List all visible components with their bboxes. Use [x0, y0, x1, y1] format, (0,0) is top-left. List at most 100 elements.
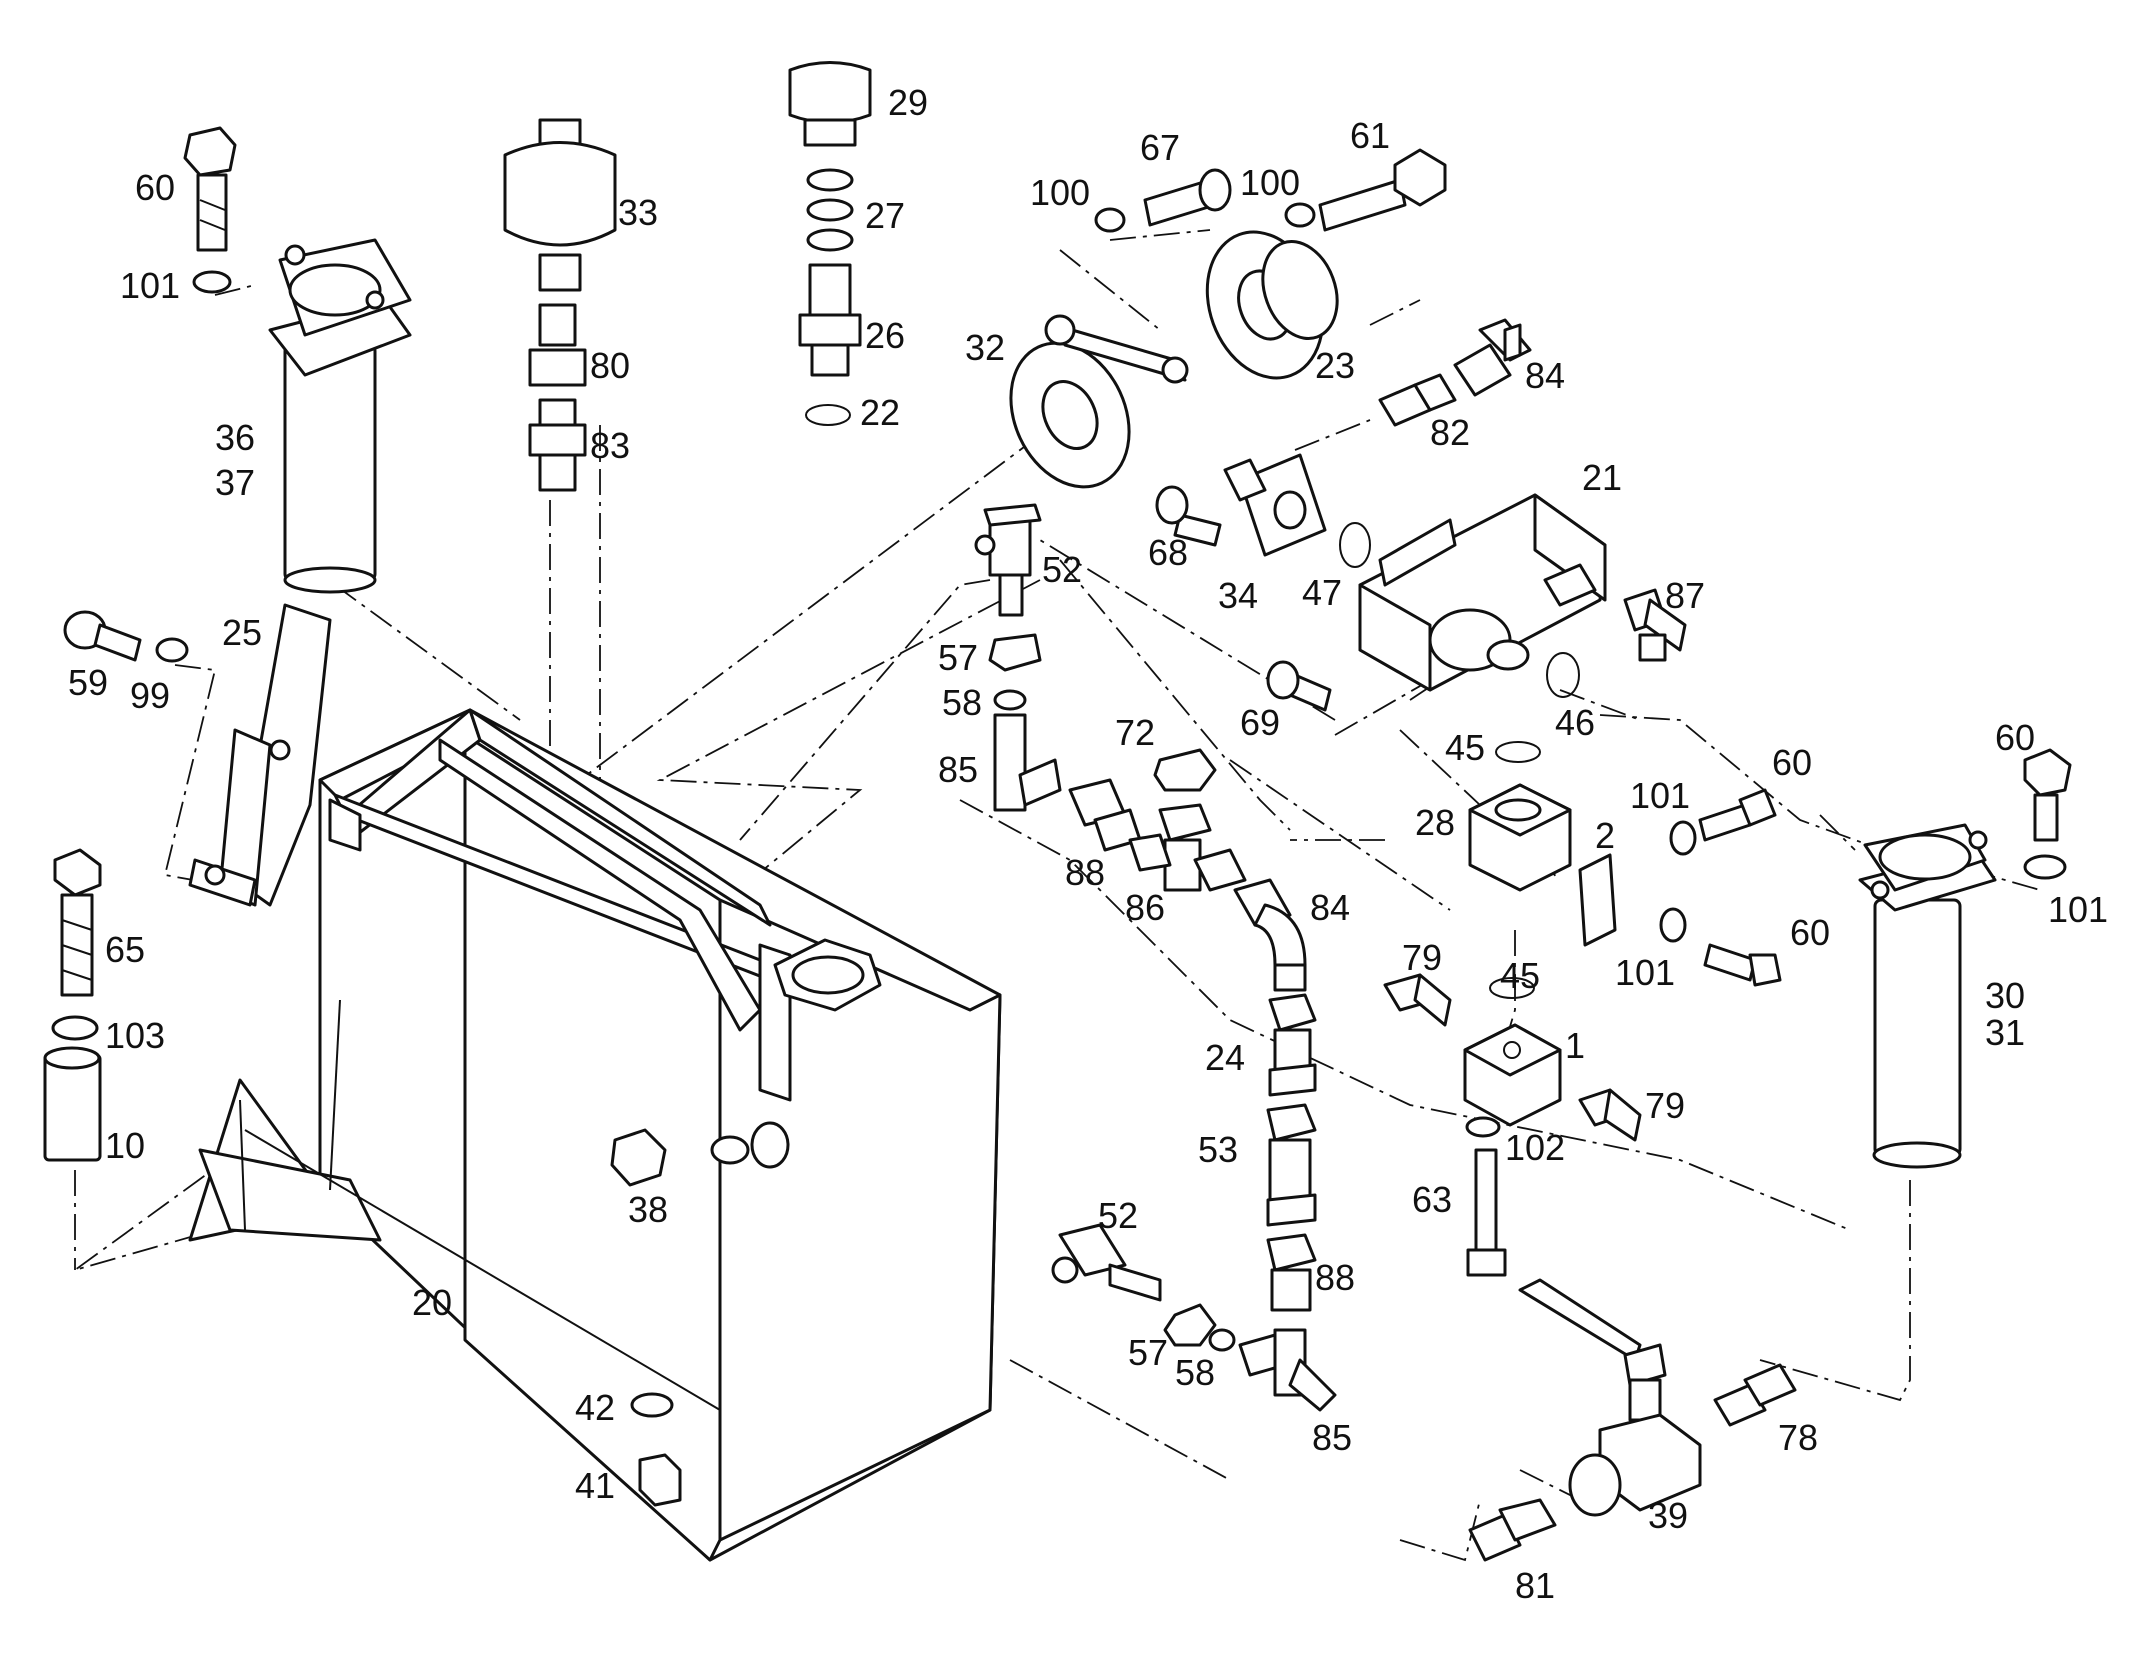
washer-103	[51, 1015, 99, 1041]
label-100-left: 100	[1030, 172, 1090, 213]
bolt-60-mid-a	[1698, 788, 1777, 842]
label-68: 68	[1148, 532, 1188, 573]
elbow-84-mid	[1233, 878, 1307, 992]
label-79-right: 79	[1645, 1085, 1685, 1126]
label-52-bottom: 52	[1098, 1195, 1138, 1236]
spacer-10	[43, 1046, 102, 1162]
label-2: 2	[1595, 815, 1615, 856]
tee-86	[1128, 803, 1247, 892]
breather-adapter-26	[798, 263, 862, 377]
plug-41	[638, 1453, 682, 1507]
label-60-right: 60	[1995, 717, 2035, 758]
label-46: 46	[1555, 702, 1595, 743]
fitting-80	[528, 303, 587, 387]
label-21: 21	[1582, 457, 1622, 498]
fitting-79-left	[1383, 973, 1452, 1027]
label-59: 59	[68, 662, 108, 703]
washer-42	[630, 1392, 674, 1418]
label-28: 28	[1415, 802, 1455, 843]
bolt-65	[53, 848, 102, 997]
label-72: 72	[1115, 712, 1155, 753]
label-60-midbottom: 60	[1790, 912, 1830, 953]
label-27: 27	[865, 195, 905, 236]
label-63: 63	[1412, 1179, 1452, 1220]
label-39: 39	[1648, 1495, 1688, 1536]
label-24: 24	[1205, 1037, 1245, 1078]
label-88-bottom: 88	[1315, 1257, 1355, 1298]
tee-85-bottom	[1238, 1328, 1337, 1412]
bolt-61	[1318, 148, 1447, 232]
ring-58-top	[993, 689, 1027, 711]
o-ring-45-mid	[1489, 977, 1535, 999]
quick-coupler-52-bottom	[1051, 1223, 1162, 1302]
washer-101-mid-a	[1669, 820, 1697, 856]
label-25: 25	[222, 612, 262, 653]
label-78: 78	[1778, 1417, 1818, 1458]
label-61: 61	[1350, 115, 1390, 156]
hydraulic-tank	[188, 708, 1002, 1562]
label-82: 82	[1430, 412, 1470, 453]
quick-coupler-52-top	[974, 503, 1042, 617]
valve-block-28	[1468, 783, 1572, 892]
label-58-bottom: 58	[1175, 1352, 1215, 1393]
label-10: 10	[105, 1125, 145, 1166]
label-69: 69	[1240, 702, 1280, 743]
label-84-mid: 84	[1310, 887, 1350, 928]
butterfly-valve-32	[1009, 314, 1189, 489]
label-53: 53	[1198, 1129, 1238, 1170]
return-filter-left	[268, 238, 412, 594]
label-1: 1	[1565, 1025, 1585, 1066]
label-100-right: 100	[1240, 162, 1300, 203]
nut-57-bottom	[1163, 1303, 1217, 1347]
label-101-topleft: 101	[120, 265, 180, 306]
tee-85-top	[993, 713, 1062, 812]
label-60-midtop: 60	[1772, 742, 1812, 783]
label-47: 47	[1302, 572, 1342, 613]
label-101-right: 101	[2048, 889, 2108, 930]
label-32: 32	[965, 327, 1005, 368]
pump-motor-21	[1358, 493, 1607, 692]
label-38: 38	[628, 1189, 668, 1230]
assembly-leader-lines	[74, 229, 2041, 1562]
seal-27	[806, 168, 854, 252]
washer-102	[1465, 1116, 1501, 1138]
screw-67	[1143, 168, 1232, 227]
label-45-top: 45	[1445, 727, 1485, 768]
label-33: 33	[618, 192, 658, 233]
label-23: 23	[1315, 345, 1355, 386]
label-85-top: 85	[938, 749, 978, 790]
label-79-left: 79	[1402, 937, 1442, 978]
o-ring-47	[1339, 522, 1371, 568]
ring-58-bottom	[1208, 1328, 1236, 1352]
plate-2	[1578, 853, 1617, 947]
label-88-top: 88	[1065, 852, 1105, 893]
accumulator	[503, 118, 617, 292]
label-101-midtop: 101	[1630, 775, 1690, 816]
fitting-83	[528, 398, 587, 492]
fitting-79-right	[1578, 1088, 1642, 1142]
block-1	[1463, 1023, 1562, 1127]
bolt-69	[1266, 660, 1332, 712]
label-45-mid: 45	[1500, 955, 1540, 996]
fitting-88-bottom	[1266, 1233, 1317, 1312]
screw-59	[63, 610, 142, 662]
label-52-top: 52	[1042, 549, 1082, 590]
label-58-top: 58	[942, 682, 982, 723]
label-103: 103	[105, 1015, 165, 1056]
washer-99	[155, 637, 189, 663]
fitting-78	[1713, 1363, 1797, 1427]
label-37: 37	[215, 462, 255, 503]
seal-46	[1546, 652, 1580, 698]
label-57-bottom: 57	[1128, 1332, 1168, 1373]
elbow-87	[1623, 588, 1687, 662]
bolt-60-topleft	[183, 126, 237, 252]
fitting-81	[1468, 1498, 1557, 1562]
flange-34	[1223, 453, 1327, 557]
elbow-84-top	[1453, 318, 1532, 397]
return-filter-right	[1858, 823, 1997, 1169]
bolt-60-mid-b	[1703, 943, 1782, 987]
washer-100-left	[1094, 207, 1126, 233]
label-65: 65	[105, 929, 145, 970]
label-57-top: 57	[938, 637, 978, 678]
